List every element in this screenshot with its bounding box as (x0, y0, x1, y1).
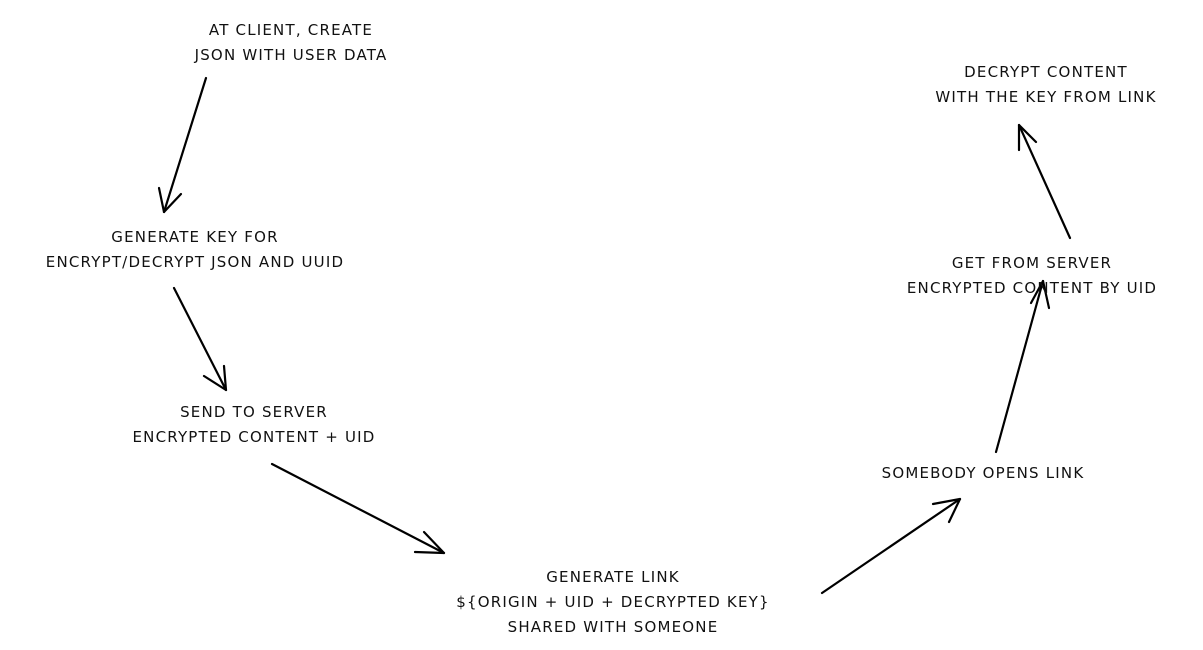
step-decrypt-content: DECRYPT CONTENT WITH THE KEY FROM LINK (935, 60, 1156, 110)
step-send-to-server-line-1: SEND TO SERVER (180, 403, 328, 421)
step-generate-key-line-1: GENERATE KEY FOR (111, 228, 279, 246)
step-generate-link-line-1: GENERATE LINK (546, 568, 680, 586)
step-generate-link: GENERATE LINK ${ORIGIN + UID + DECRYPTED… (456, 565, 770, 640)
arrow-send-to-link (270, 462, 446, 555)
step-decrypt-content-line-1: DECRYPT CONTENT (964, 63, 1128, 81)
arrow-opens-to-get (994, 279, 1051, 454)
step-generate-link-line-3: SHARED WITH SOMEONE (507, 618, 719, 636)
step-generate-link-line-2: ${ORIGIN + UID + DECRYPTED KEY} (456, 593, 770, 611)
step-create-json: AT CLIENT, CREATE JSON WITH USER DATA (195, 18, 388, 68)
step-get-from-server-line-1: GET FROM SERVER (951, 254, 1113, 272)
step-get-from-server: GET FROM SERVER ENCRYPTED CONTENT BY UID (907, 251, 1157, 301)
step-send-to-server: SEND TO SERVER ENCRYPTED CONTENT + UID (133, 400, 376, 450)
step-somebody-opens: SOMEBODY OPENS LINK (882, 461, 1085, 486)
step-generate-key: GENERATE KEY FOR ENCRYPT/DECRYPT JSON AN… (46, 225, 344, 275)
step-somebody-opens-line-1: SOMEBODY OPENS LINK (881, 464, 1085, 482)
step-create-json-line-1: AT CLIENT, CREATE (208, 21, 374, 39)
step-create-json-line-2: JSON WITH USER DATA (194, 46, 388, 64)
arrow-link-to-opens (820, 497, 962, 595)
arrow-create-to-key (157, 76, 208, 214)
step-send-to-server-line-2: ENCRYPTED CONTENT + UID (132, 428, 376, 446)
step-decrypt-content-line-2: WITH THE KEY FROM LINK (935, 88, 1157, 106)
step-generate-key-line-2: ENCRYPT/DECRYPT JSON AND UUID (45, 253, 345, 271)
step-get-from-server-line-2: ENCRYPTED CONTENT BY UID (906, 279, 1158, 297)
arrow-key-to-send (172, 286, 228, 392)
arrow-get-to-decrypt (1017, 123, 1072, 240)
